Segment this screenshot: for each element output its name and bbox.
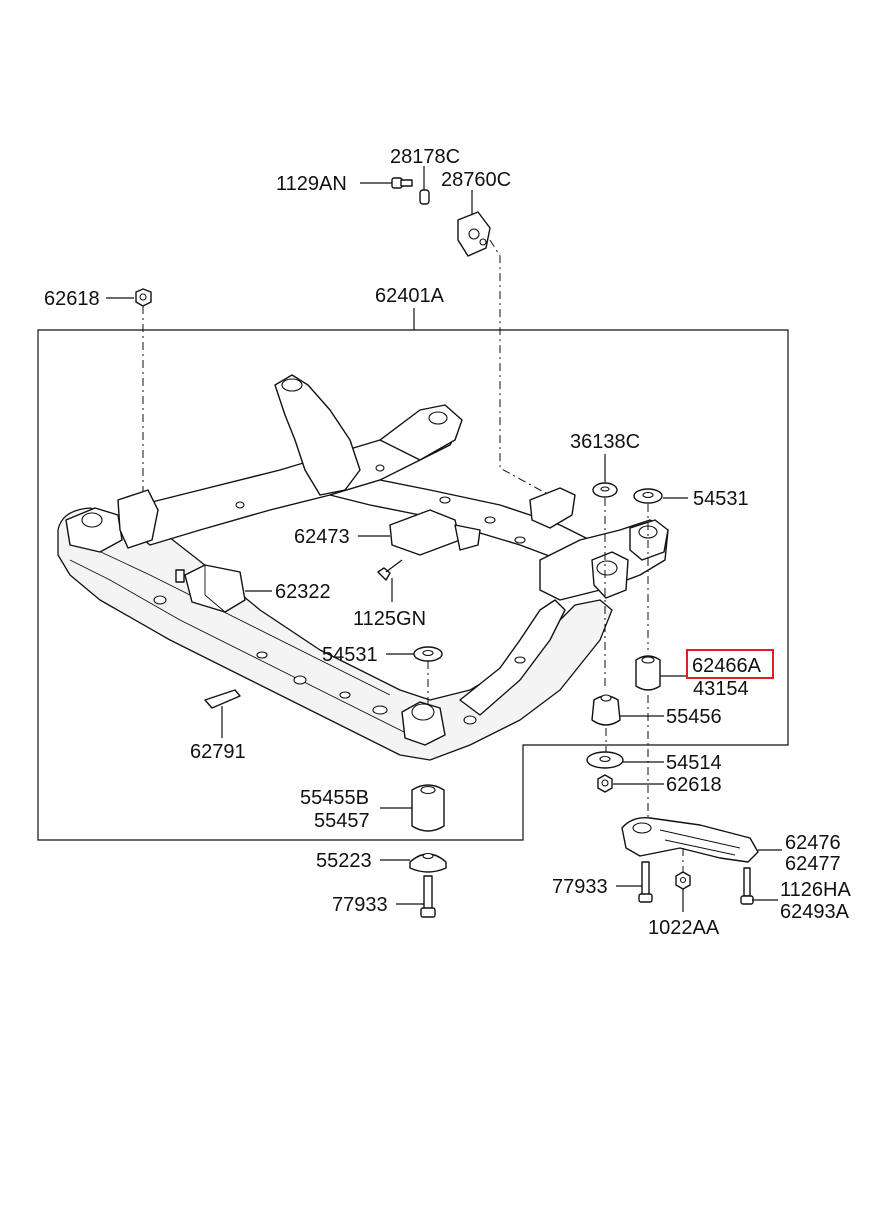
bolt-1129AN bbox=[360, 177, 413, 189]
label-55457: 55457 bbox=[314, 810, 370, 832]
label-54514: 54514 bbox=[666, 752, 722, 774]
nut-62618-bottom bbox=[597, 774, 613, 793]
label-62476: 62476 bbox=[785, 832, 841, 854]
bracket-62322 bbox=[175, 564, 246, 613]
label-62618-bottom: 62618 bbox=[666, 774, 722, 796]
label-62322: 62322 bbox=[275, 581, 331, 603]
label-55456: 55456 bbox=[666, 706, 722, 728]
clip-62791 bbox=[204, 689, 241, 709]
washer-36138C bbox=[592, 482, 618, 498]
pin-28178C bbox=[419, 166, 430, 205]
bolt-77933-left bbox=[420, 875, 436, 918]
label-62618-top: 62618 bbox=[44, 288, 100, 310]
label-62401A: 62401A bbox=[375, 285, 445, 307]
label-62477: 62477 bbox=[785, 853, 841, 875]
bushing-55455B bbox=[411, 784, 445, 832]
leader-hanger-dashed bbox=[489, 239, 557, 499]
washer-54531-right bbox=[633, 488, 663, 504]
bracket-62476 bbox=[621, 817, 759, 863]
bushing-62466A bbox=[635, 655, 661, 691]
label-1129AN: 1129AN bbox=[276, 173, 347, 195]
washer-54514 bbox=[586, 751, 624, 769]
label-28760C: 28760C bbox=[441, 169, 511, 191]
bolt-77933-right bbox=[638, 861, 653, 903]
washer-55223 bbox=[409, 852, 447, 873]
label-1126HA: 1126HA bbox=[780, 879, 851, 901]
label-36138C: 36138C bbox=[570, 431, 640, 453]
bracket-62473 bbox=[389, 509, 481, 556]
bolt-1126HA bbox=[740, 867, 754, 905]
label-43154: 43154 bbox=[693, 678, 749, 700]
highlight-62466A bbox=[686, 649, 774, 679]
label-62493A: 62493A bbox=[780, 901, 850, 923]
label-55223: 55223 bbox=[316, 850, 372, 872]
assembly-boundary-box bbox=[37, 329, 789, 841]
hanger-28760C bbox=[457, 190, 491, 257]
label-62466A: 62466A bbox=[692, 655, 762, 677]
bolt-1125GN bbox=[377, 559, 403, 581]
label-28178C: 28178C bbox=[390, 146, 460, 168]
label-1125GN: 1125GN bbox=[353, 608, 426, 630]
label-77933-right: 77933 bbox=[552, 876, 608, 898]
label-54531-left: 54531 bbox=[322, 644, 378, 666]
nut-1022AA bbox=[675, 871, 691, 890]
label-62791: 62791 bbox=[190, 741, 246, 763]
label-62473: 62473 bbox=[294, 526, 350, 548]
label-55455B: 55455B bbox=[300, 787, 369, 809]
bushing-55456 bbox=[591, 694, 621, 726]
label-54531-right: 54531 bbox=[693, 488, 749, 510]
nut-62618-top bbox=[106, 288, 152, 307]
label-77933-left: 77933 bbox=[332, 894, 388, 916]
washer-54531-left bbox=[413, 646, 443, 662]
label-1022AA: 1022AA bbox=[648, 917, 720, 939]
